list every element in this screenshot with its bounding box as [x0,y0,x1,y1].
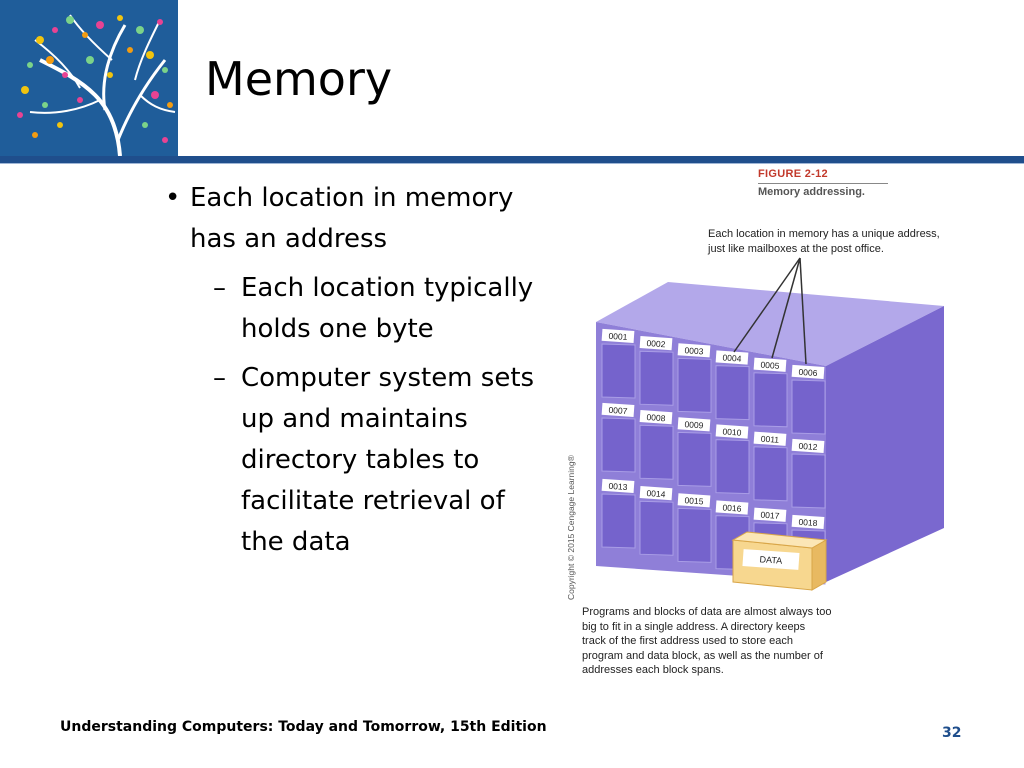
address-label: 0011 [761,434,780,445]
address-label-box [715,350,749,365]
address-label-box [791,364,825,380]
address-label: 0009 [684,419,704,430]
address-label: 0006 [798,367,818,378]
page-number: 32 [942,725,962,741]
slide-title: Memory [205,52,393,106]
address-label-box [791,438,825,454]
address-label: 0002 [646,338,666,349]
address-label: 0007 [608,405,628,416]
callout-top: Each location in memory has a unique add… [708,228,940,255]
address-label-box [639,336,673,351]
address-label: 0005 [760,360,780,371]
address-label: 0015 [684,495,704,506]
address-label-box [753,357,787,372]
mailbox-cell [791,453,826,509]
sub-bullet-item: – Computer system sets up and maintains … [165,358,545,563]
address-label: 0013 [608,481,628,492]
bullet-list: • Each location in memory has an address… [165,178,545,563]
cabinet-top [596,282,944,366]
bullet-text: Computer system sets up and maintains di… [241,363,535,557]
copyright-notice: Copyright © 2015 Cengage Learning® [566,455,576,600]
mailbox-cell [753,372,788,428]
bullet-marker: – [213,363,226,393]
address-label: 0016 [722,502,742,513]
address-label: 0014 [646,488,666,499]
address-label: 0018 [798,517,818,528]
mailbox-cell [639,424,674,480]
data-box: DATA [731,531,828,591]
bullet-marker: • [165,183,181,213]
address-label-box [639,410,673,425]
figure-header: FIGURE 2-12 Memory addressing. [758,168,890,198]
cabinet-side [826,306,944,582]
address-label-box [753,431,787,446]
address-label: 0017 [760,510,780,521]
address-label-box [791,514,825,530]
mailbox-cell [677,431,712,487]
bullet-text: Each location in memory has an address [190,183,514,254]
mailbox-cell [677,507,712,563]
callout-bottom: Programs and blocks of data are almost a… [582,606,832,676]
address-label-box [601,328,635,344]
address-label: 0008 [646,412,666,423]
mailbox-cell [601,417,636,473]
mailbox-cell [639,350,674,406]
memory-cabinet-illustration: 0001 0002 0003 0004 0005 0006 0007 0008 0009 0010… [596,257,944,591]
mailbox-cell [601,343,636,399]
address-label-box [715,424,749,439]
mailbox-cell [715,439,750,495]
address-label-box [677,343,711,358]
sub-bullet-item: – Each location typically holds one byte [165,268,545,350]
data-box-label: DATA [759,554,782,566]
bullet-marker: – [213,273,226,303]
footer-book-title: Understanding Computers: Today and Tomor… [60,719,547,735]
address-label-box [601,402,635,418]
mailbox-cell [753,446,788,502]
address-label: 0001 [608,331,628,342]
title-divider [0,156,1024,163]
mailbox-cell [639,500,674,556]
address-label: 0003 [684,345,704,356]
address-label: 0012 [798,441,818,452]
figure-number: FIGURE 2-12 [758,168,828,180]
address-label: 0010 [722,426,742,437]
mailbox-cell [601,493,636,549]
address-label-box [601,478,635,494]
address-label-box [715,500,749,515]
address-label: 0004 [722,352,742,363]
logo-tree-image [0,0,178,156]
bullet-item: • Each location in memory has an address [165,178,545,260]
mailbox-cell [715,365,750,421]
mailbox-cell [677,357,712,413]
address-label-box [753,507,787,522]
bullet-text: Each location typically holds one byte [241,273,534,344]
callout-pointer-lines [733,257,807,365]
mailbox-cell [791,379,826,435]
address-label-box [639,486,673,501]
figure-header-line [758,183,888,184]
title-divider-thin [0,163,1024,164]
figure-caption: Memory addressing. [758,186,865,198]
address-label-box [677,493,711,508]
address-label-box [677,417,711,432]
